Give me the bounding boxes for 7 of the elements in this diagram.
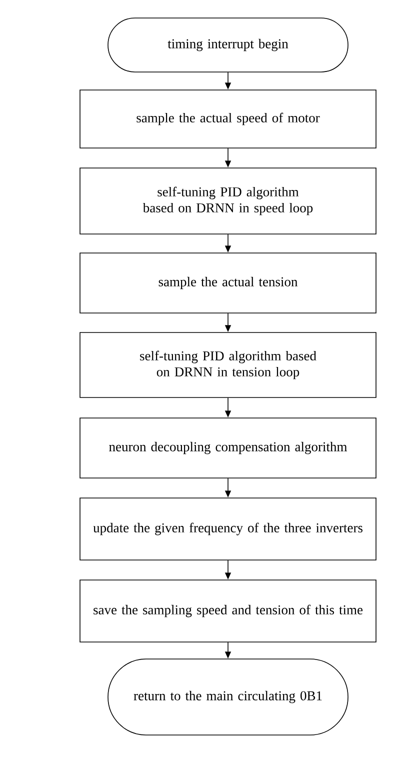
process-box: self-tuning PID algorithm based on DRNN in tension loop xyxy=(80,332,376,398)
process-box: update the given frequency of the three inverters xyxy=(80,498,376,560)
process-box: neuron decoupling compensation algorithm xyxy=(80,418,376,478)
process-box: self-tuning PID algorithm based on DRNN in speed loop xyxy=(80,168,376,234)
process-box: sample the actual tension xyxy=(80,252,376,314)
process-box: save the sampling speed and tension of this time xyxy=(80,580,376,642)
process-box: sample the actual speed of motor xyxy=(80,90,376,148)
